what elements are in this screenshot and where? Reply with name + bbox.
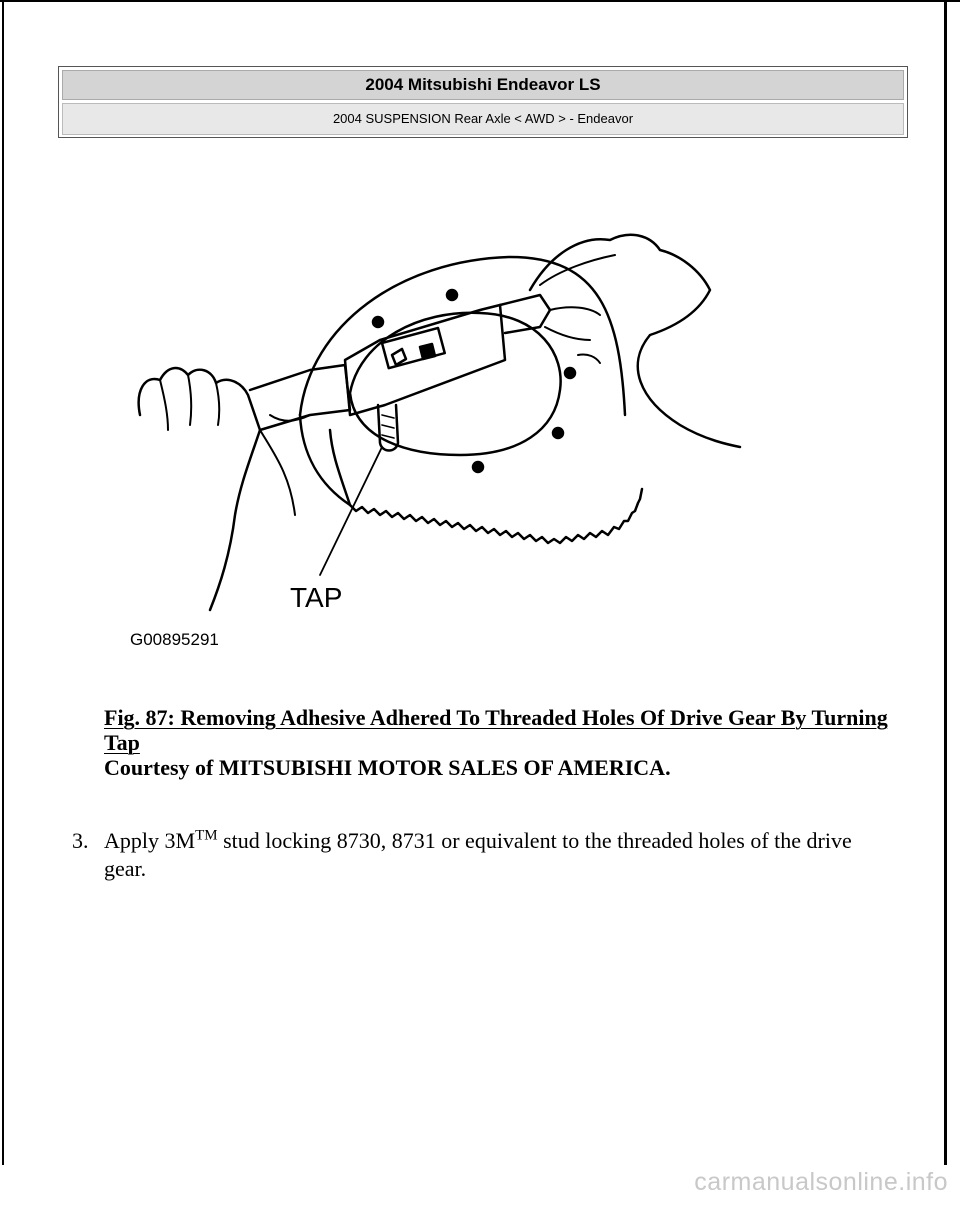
right-hand xyxy=(528,233,742,449)
tap-wrench-right-handle xyxy=(498,293,552,335)
drive-gear-tap-illustration: TAP G00895291 xyxy=(130,233,742,649)
right-page-border xyxy=(944,0,947,1165)
gear-teeth xyxy=(348,487,644,545)
figure-caption: Fig. 87: Removing Adhesive Adhered To Th… xyxy=(104,705,894,780)
site-watermark: carmanualsonline.info xyxy=(694,1168,948,1196)
gear-outer-rim xyxy=(298,255,627,417)
figure-title: Fig. 87: Removing Adhesive Adhered To Th… xyxy=(104,705,888,755)
bolt-hole xyxy=(471,460,485,474)
left-hand xyxy=(137,366,262,612)
bolt-hole xyxy=(445,288,459,302)
tap xyxy=(376,403,400,452)
section-subtitle: 2004 SUSPENSION Rear Axle < AWD > - Ende… xyxy=(62,103,904,135)
step-text: Apply 3MTM stud locking 8730, 8731 or eq… xyxy=(104,827,884,883)
gear-inner-circle xyxy=(348,311,562,457)
left-page-border xyxy=(2,0,4,1165)
page-footer: carmanualsonline.info xyxy=(0,1165,960,1205)
bolt-hole xyxy=(551,426,565,440)
step-text-before: Apply 3M xyxy=(104,828,196,853)
figure-code: G00895291 xyxy=(130,630,219,649)
tap-leader-line xyxy=(319,446,383,576)
vehicle-title: 2004 Mitsubishi Endeavor LS xyxy=(62,70,904,100)
bolt-hole xyxy=(371,315,385,329)
tap-wrench-body xyxy=(343,303,507,417)
figure-courtesy: Courtesy of MITSUBISHI MOTOR SALES OF AM… xyxy=(104,755,671,780)
document-header: 2004 Mitsubishi Endeavor LS 2004 SUSPENS… xyxy=(58,66,908,138)
page-frame xyxy=(0,0,960,2)
trademark-superscript: TM xyxy=(195,827,218,844)
step-number: 3. xyxy=(72,828,89,853)
tap-label: TAP xyxy=(290,582,342,613)
step-text-after: stud locking 8730, 8731 or equivalent to… xyxy=(104,828,852,881)
bolt-hole xyxy=(563,366,577,380)
